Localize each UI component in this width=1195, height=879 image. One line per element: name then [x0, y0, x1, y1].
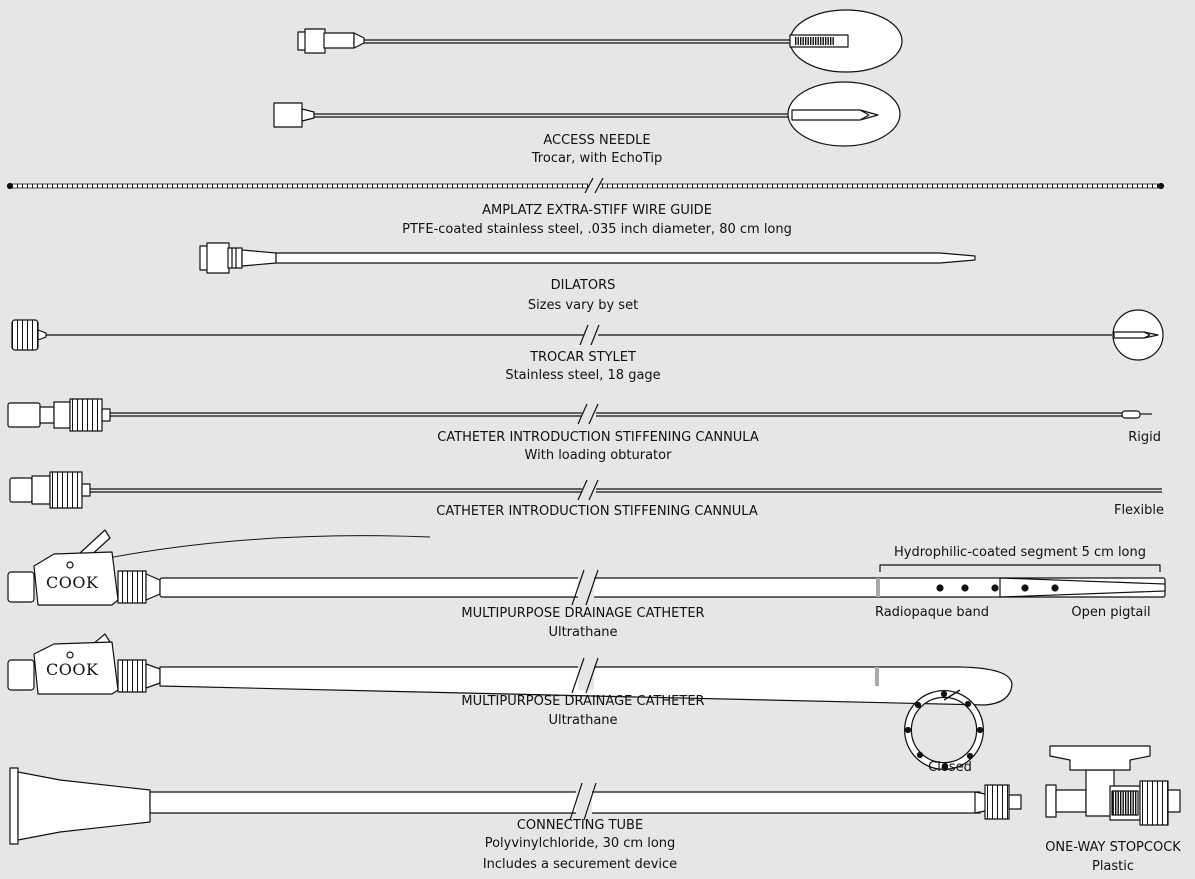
- flexible-cannula-title: CATHETER INTRODUCTION STIFFENING CANNULA: [436, 504, 758, 519]
- one-way-stopcock: [1045, 745, 1181, 826]
- closed-tag: Closed: [928, 760, 972, 775]
- radiopaque-band-callout: Radiopaque band: [874, 605, 990, 620]
- wire-guide-title: AMPLATZ EXTRA-STIFF WIRE GUIDE: [482, 203, 712, 218]
- access-needle-cannula: [297, 9, 903, 73]
- catheter-open-subtitle: Ultrathane: [548, 625, 618, 640]
- catheter-closed-title: MULTIPURPOSE DRAINAGE CATHETER: [461, 694, 705, 709]
- drainage-catheter-closed: [7, 633, 1013, 770]
- hydrophilic-segment-callout: Hydrophilic-coated segment 5 cm long: [893, 545, 1147, 560]
- cook-brand-mark: COOK: [46, 660, 99, 679]
- drainage-catheter-open: [7, 529, 1166, 606]
- rigid-tag: Rigid: [1128, 430, 1161, 445]
- flexible-cannula: [9, 471, 1162, 509]
- catheter-open-title: MULTIPURPOSE DRAINAGE CATHETER: [461, 606, 705, 621]
- radiopaque-band: [876, 578, 880, 597]
- trocar-stylet: [11, 309, 1164, 361]
- stopcock-title: ONE-WAY STOPCOCK: [1045, 840, 1181, 855]
- dilators-title: DILATORS: [550, 278, 616, 293]
- connecting-tube-note: Includes a securement device: [482, 857, 678, 872]
- access-needle-subtitle: Trocar, with EchoTip: [531, 151, 663, 166]
- connecting-tube-title: CONNECTING TUBE: [516, 818, 644, 833]
- rigid-cannula: [7, 398, 1152, 432]
- open-pigtail-callout: Open pigtail: [1071, 605, 1151, 620]
- cook-brand-mark: COOK: [46, 573, 99, 592]
- access-needle-title: ACCESS NEEDLE: [543, 133, 651, 148]
- access-needle-stylet: [273, 81, 901, 147]
- wire-guide-subtitle: PTFE-coated stainless steel, .035 inch d…: [402, 222, 792, 237]
- stopcock-subtitle: Plastic: [1091, 859, 1135, 874]
- wire-guide: [6, 177, 1165, 194]
- dilator: [199, 242, 976, 274]
- connecting-tube-subtitle: Polyvinylchloride, 30 cm long: [484, 836, 676, 851]
- dilators-subtitle: Sizes vary by set: [527, 298, 639, 313]
- trocar-stylet-title: TROCAR STYLET: [530, 350, 636, 365]
- catheter-closed-subtitle: Ultrathane: [548, 713, 618, 728]
- rigid-cannula-title: CATHETER INTRODUCTION STIFFENING CANNULA: [437, 430, 759, 445]
- connecting-tube: [9, 767, 1022, 845]
- flexible-tag: Flexible: [1113, 503, 1164, 518]
- trocar-stylet-subtitle: Stainless steel, 18 gage: [505, 368, 661, 383]
- rigid-cannula-subtitle: With loading obturator: [524, 448, 672, 463]
